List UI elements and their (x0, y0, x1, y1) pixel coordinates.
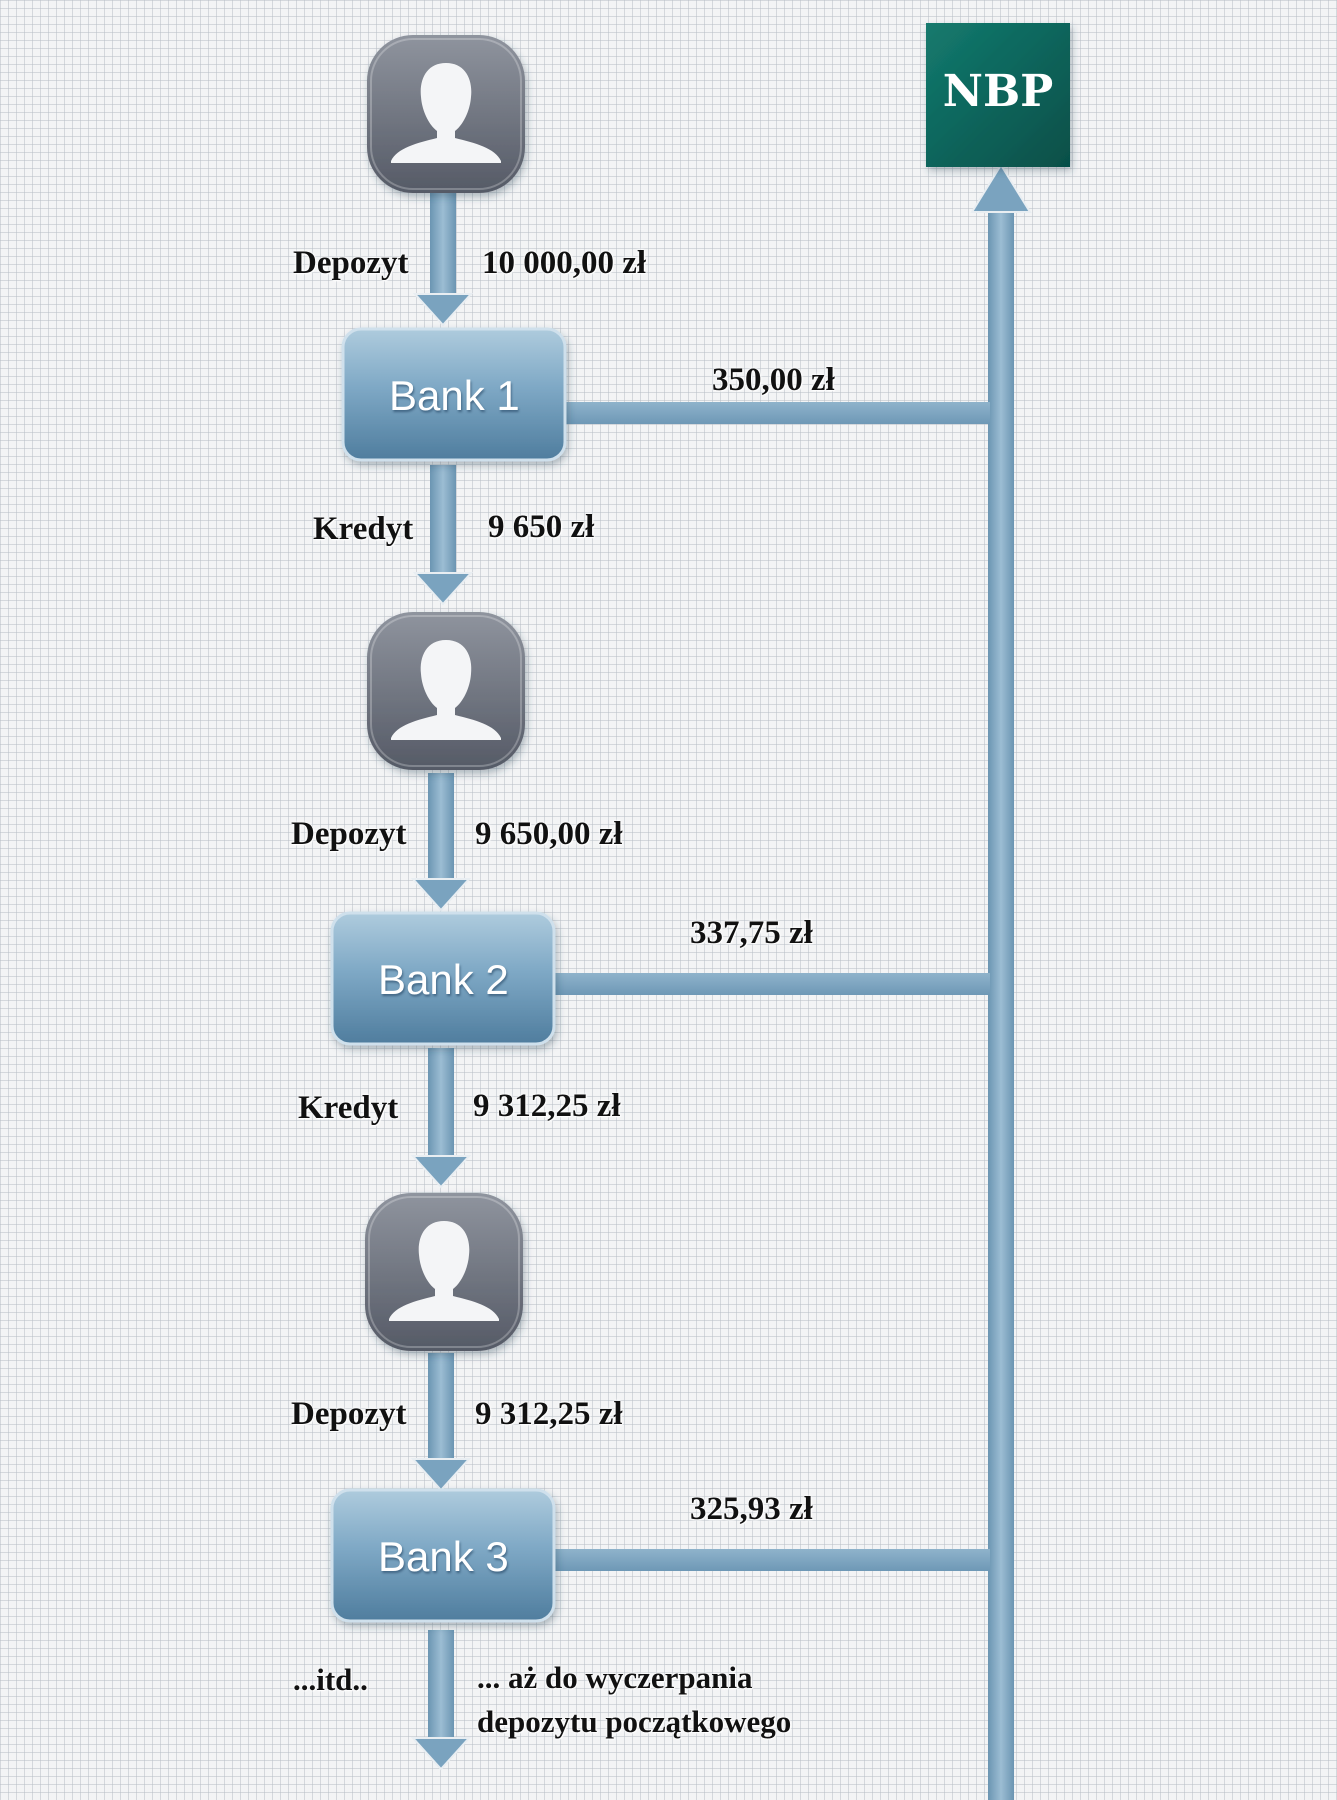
flow-arrow-1 (412, 188, 474, 327)
etc-label: ...itd.. (293, 1662, 368, 1697)
bank-label: Bank 2 (378, 956, 509, 1003)
bank-box-2 (330, 911, 556, 1046)
flow-arrow-4 (410, 1048, 472, 1189)
reserve-amount-label: 337,75 zł (690, 915, 813, 951)
flow-kind-label: Kredyt (313, 511, 414, 547)
reserve-amount-label: 325,93 zł (690, 1491, 813, 1527)
reserve-bar-1 (560, 402, 990, 424)
bank-box-1 (341, 327, 567, 462)
person-icon (365, 1193, 523, 1351)
flow-arrow-2 (412, 465, 474, 606)
nbp-box (926, 23, 1070, 167)
bank-label: Bank 1 (389, 372, 520, 419)
flow-amount-label: 9 312,25 zł (473, 1088, 621, 1124)
person-icon (367, 612, 525, 770)
reserve-bar-3 (550, 1549, 990, 1571)
flow-kind-label: Kredyt (298, 1090, 399, 1126)
flow-arrow-3 (410, 773, 472, 912)
person-icon (367, 35, 525, 193)
nbp-collect-arrow (970, 163, 1032, 1800)
flow-arrow-5 (410, 1353, 472, 1492)
flow-arrow-6 (410, 1630, 472, 1771)
flow-kind-label: Depozyt (293, 245, 409, 281)
flow-amount-label: 9 650,00 zł (475, 816, 623, 852)
flow-amount-label: 9 312,25 zł (475, 1396, 623, 1432)
reserve-amount-label: 350,00 zł (712, 362, 835, 398)
ending-note-line-2: depozytu początkowego (477, 1704, 792, 1739)
flow-amount-label: 9 650 zł (488, 509, 595, 545)
flow-kind-label: Depozyt (291, 816, 407, 852)
nbp-label: NBP (942, 66, 1054, 117)
bank-label: Bank 3 (378, 1533, 509, 1580)
flow-amount-label: 10 000,00 zł (482, 245, 647, 281)
reserve-bar-2 (550, 973, 990, 995)
bank-box-3 (330, 1488, 556, 1623)
ending-note-line-1: ... aż do wyczerpania (477, 1660, 753, 1695)
flow-kind-label: Depozyt (291, 1396, 407, 1432)
